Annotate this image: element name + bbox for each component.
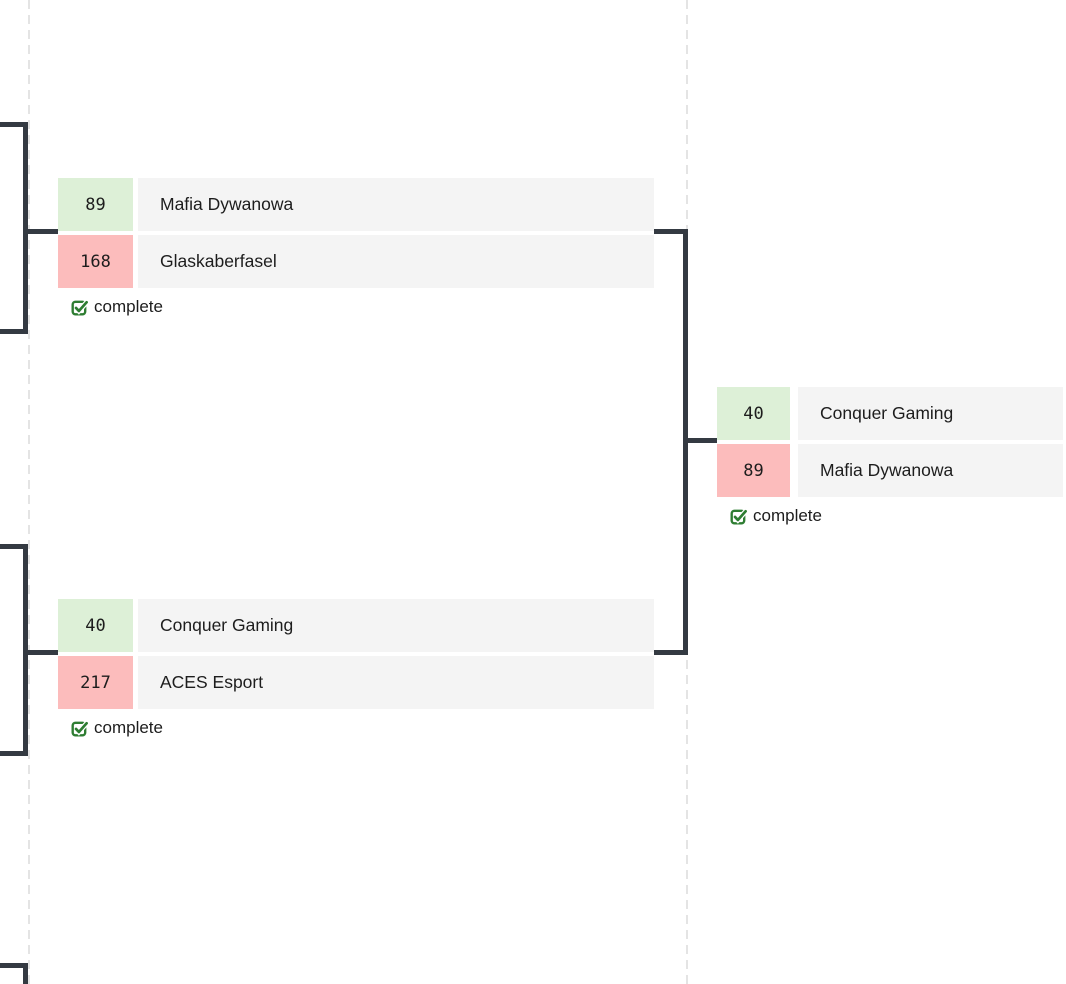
bracket-connector xyxy=(654,229,688,234)
bracket-connector xyxy=(0,963,28,968)
score-box: 89 xyxy=(717,444,790,497)
bracket-connector xyxy=(0,544,28,549)
score-box: 217 xyxy=(58,656,133,709)
team-name: Conquer Gaming xyxy=(798,387,1063,440)
score-box: 89 xyxy=(58,178,133,231)
team-row-loser[interactable]: 89 Mafia Dywanowa xyxy=(717,444,1063,497)
bracket-connector xyxy=(683,438,717,443)
bracket-connector xyxy=(28,229,58,234)
round-separator-left xyxy=(28,0,30,984)
team-row-winner[interactable]: 40 Conquer Gaming xyxy=(717,387,1063,440)
team-name: Mafia Dywanowa xyxy=(138,178,654,231)
team-name: Mafia Dywanowa xyxy=(798,444,1063,497)
match-status: complete xyxy=(729,506,1063,526)
bracket-connector xyxy=(654,650,688,655)
bracket-connector xyxy=(23,122,28,334)
team-row-loser[interactable]: 168 Glaskaberfasel xyxy=(58,235,654,288)
match-status-label: complete xyxy=(94,718,163,737)
team-name: ACES Esport xyxy=(138,656,654,709)
team-row-loser[interactable]: 217 ACES Esport xyxy=(58,656,654,709)
match-card-semifinal-top: 89 Mafia Dywanowa 168 Glaskaberfasel com… xyxy=(58,178,654,317)
bracket-connector xyxy=(0,329,28,334)
team-row-winner[interactable]: 89 Mafia Dywanowa xyxy=(58,178,654,231)
score-box: 40 xyxy=(717,387,790,440)
checkbox-checked-icon xyxy=(71,300,89,315)
team-name: Conquer Gaming xyxy=(138,599,654,652)
team-row-winner[interactable]: 40 Conquer Gaming xyxy=(58,599,654,652)
match-card-final: 40 Conquer Gaming 89 Mafia Dywanowa comp… xyxy=(717,387,1063,526)
bracket-connector xyxy=(28,650,58,655)
match-status: complete xyxy=(70,297,654,317)
bracket-connector xyxy=(0,122,28,127)
checkbox-checked-icon xyxy=(71,721,89,736)
match-status: complete xyxy=(70,718,654,738)
team-name: Glaskaberfasel xyxy=(138,235,654,288)
score-box: 40 xyxy=(58,599,133,652)
match-status-label: complete xyxy=(94,297,163,316)
score-box: 168 xyxy=(58,235,133,288)
match-card-semifinal-bottom: 40 Conquer Gaming 217 ACES Esport comple… xyxy=(58,599,654,738)
match-status-label: complete xyxy=(753,506,822,525)
bracket-connector xyxy=(23,963,28,984)
bracket-connector xyxy=(0,751,28,756)
checkbox-checked-icon xyxy=(730,509,748,524)
bracket-connector xyxy=(23,544,28,756)
